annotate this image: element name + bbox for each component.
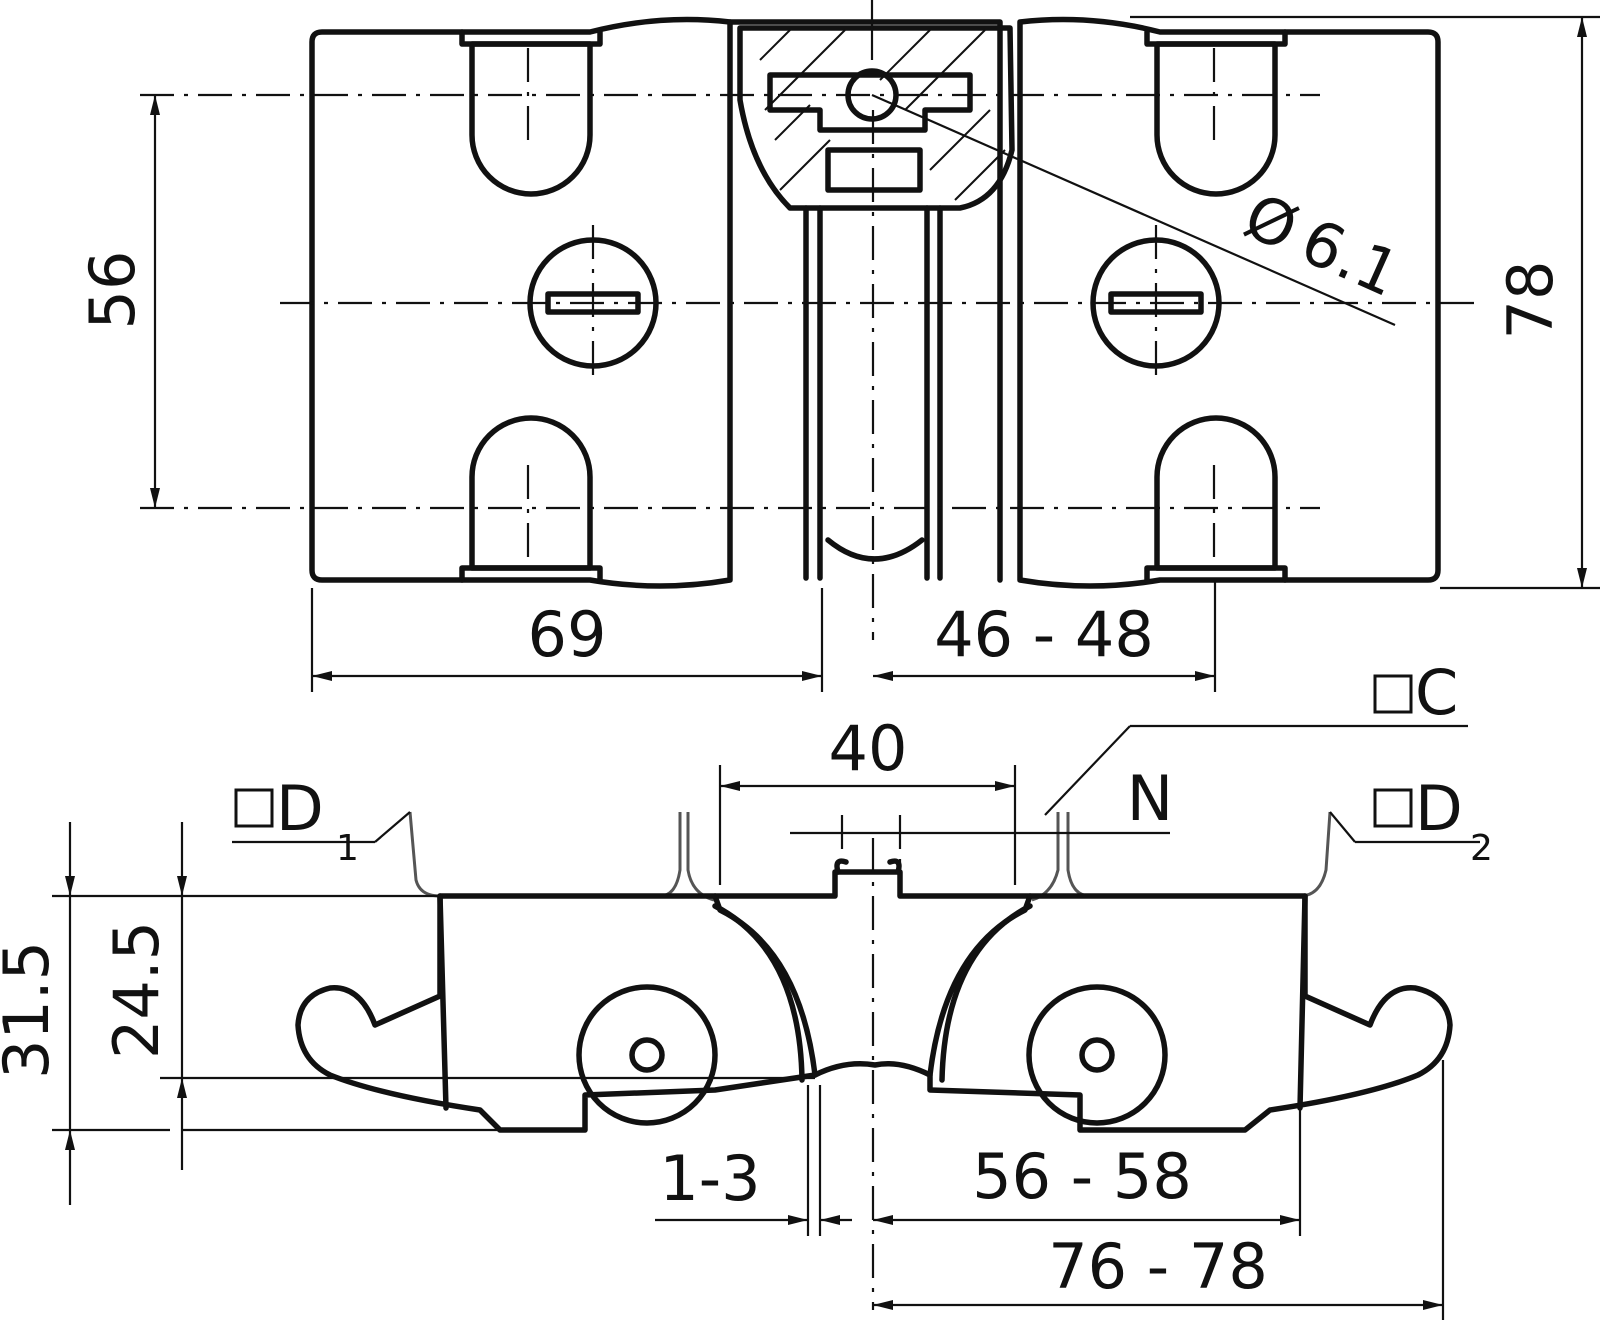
slot-top-left: [469, 41, 593, 197]
door-outline-left-b: [686, 812, 715, 902]
d1-box-symbol: [234, 788, 274, 828]
slot-bottom-right-lip: [1144, 565, 1288, 583]
slot-top-right: [1154, 41, 1278, 197]
slot-bottom-left: [469, 415, 593, 571]
c-leader-diagonal: [1044, 725, 1131, 816]
label-d2: D: [1415, 772, 1463, 845]
right-leaf-outline: [1017, 16, 1441, 589]
front-right-knuckle-arc: [939, 903, 1033, 1083]
dim-label-31-5: 31.5: [0, 941, 63, 1079]
slot-bottom-right: [1154, 415, 1278, 571]
top-view: 56 78 Ø 6.1 69 46 - 48: [76, 0, 1600, 692]
front-left-leaf: [295, 893, 818, 1133]
label-d1: D: [276, 772, 324, 845]
dim-label-69: 69: [528, 598, 607, 671]
label-d2-sub: 2: [1470, 828, 1493, 869]
dim-label-76-78: 76 - 78: [1048, 1230, 1268, 1303]
diameter-label: Ø 6.1: [1234, 179, 1410, 311]
roller-right-hub: [1079, 1037, 1115, 1073]
pin-block-upper: [767, 72, 973, 133]
dim-label-40: 40: [829, 712, 908, 785]
front-right-leaf: [927, 893, 1453, 1133]
front-right-wall: [1297, 893, 1308, 1111]
dim-label-24-5: 24.5: [100, 921, 173, 1059]
knuckle-bottom-curve: [825, 537, 925, 562]
pin-section-hatch: [759, 29, 1006, 201]
diameter-symbol: Ø: [1234, 179, 1308, 266]
label-c: C: [1415, 656, 1458, 729]
dim-label-1-3: 1-3: [659, 1142, 760, 1215]
front-left-wall: [437, 893, 449, 1111]
label-d1-sub: 1: [336, 828, 359, 869]
front-left-knuckle-arc: [712, 903, 805, 1083]
d2-leader-diagonal: [1329, 811, 1356, 843]
dim-label-46-48: 46 - 48: [934, 598, 1154, 671]
diameter-leader: [871, 93, 1396, 327]
knuckle-outline: [727, 19, 1003, 583]
slot-top-left-lip: [459, 29, 603, 47]
front-center-dent: [834, 858, 902, 875]
label-n: N: [1127, 762, 1173, 835]
c-box-symbol: [1373, 674, 1413, 714]
d1-leader-diagonal: [374, 811, 411, 843]
roller-left: [576, 984, 718, 1126]
pin-section-outline: [737, 25, 1015, 211]
roller-right: [1026, 984, 1168, 1126]
door-outline-right: [1066, 811, 1332, 898]
dim-label-78: 78: [1494, 261, 1567, 340]
dim-label-56: 56: [76, 251, 149, 330]
left-leaf-outline: [309, 16, 733, 589]
door-outline-left: [408, 811, 682, 898]
dim-label-56-58: 56 - 58: [972, 1140, 1192, 1213]
diameter-value: 6.1: [1291, 204, 1411, 311]
slot-top-right-lip: [1144, 29, 1288, 47]
roller-left-hub: [629, 1037, 665, 1073]
front-view: N 40 C D 1 D 2 31.5 24: [0, 656, 1493, 1320]
door-outline-right-b: [1031, 812, 1060, 902]
d2-box-symbol: [1373, 788, 1413, 828]
slot-bottom-left-lip: [459, 565, 603, 583]
